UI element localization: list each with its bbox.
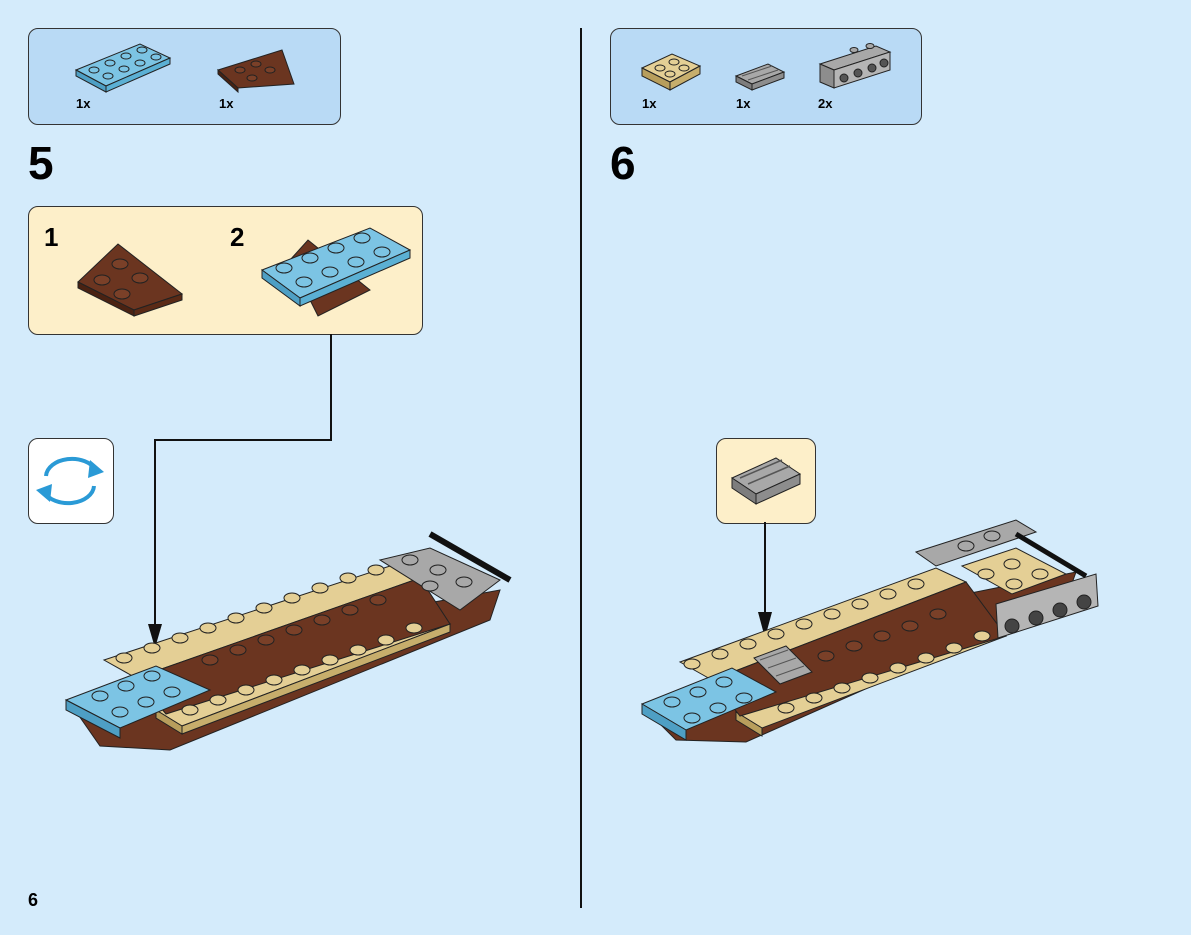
gray-grille-tile-part <box>734 63 786 91</box>
tan-plate-2x2-part <box>640 53 702 91</box>
step-5-model <box>64 531 512 751</box>
step-divider <box>580 28 582 908</box>
part-qty: 1x <box>736 96 751 111</box>
gray-bracket-plate-part <box>818 43 892 89</box>
brown-wedge-plate-part <box>217 49 295 94</box>
light-blue-plate-2x4-part <box>74 43 172 93</box>
part-qty: 1x <box>219 96 234 111</box>
rotate-model-icon <box>36 456 104 506</box>
rotate-model-icon-box <box>28 438 114 524</box>
step-6-model <box>640 519 1099 743</box>
part-qty: 2x <box>818 96 833 111</box>
step-number: 5 <box>28 137 54 189</box>
substep-number: 2 <box>230 222 245 252</box>
substep-1-brown-wedge <box>77 243 184 317</box>
part-qty: 1x <box>76 96 91 111</box>
part-qty: 1x <box>642 96 657 111</box>
step-number: 6 <box>610 137 636 189</box>
substep-number: 1 <box>44 222 59 252</box>
substep-2-assembled-plates <box>260 227 412 317</box>
page-number: 6 <box>28 890 39 910</box>
callout-gray-grille-tile <box>730 457 802 505</box>
